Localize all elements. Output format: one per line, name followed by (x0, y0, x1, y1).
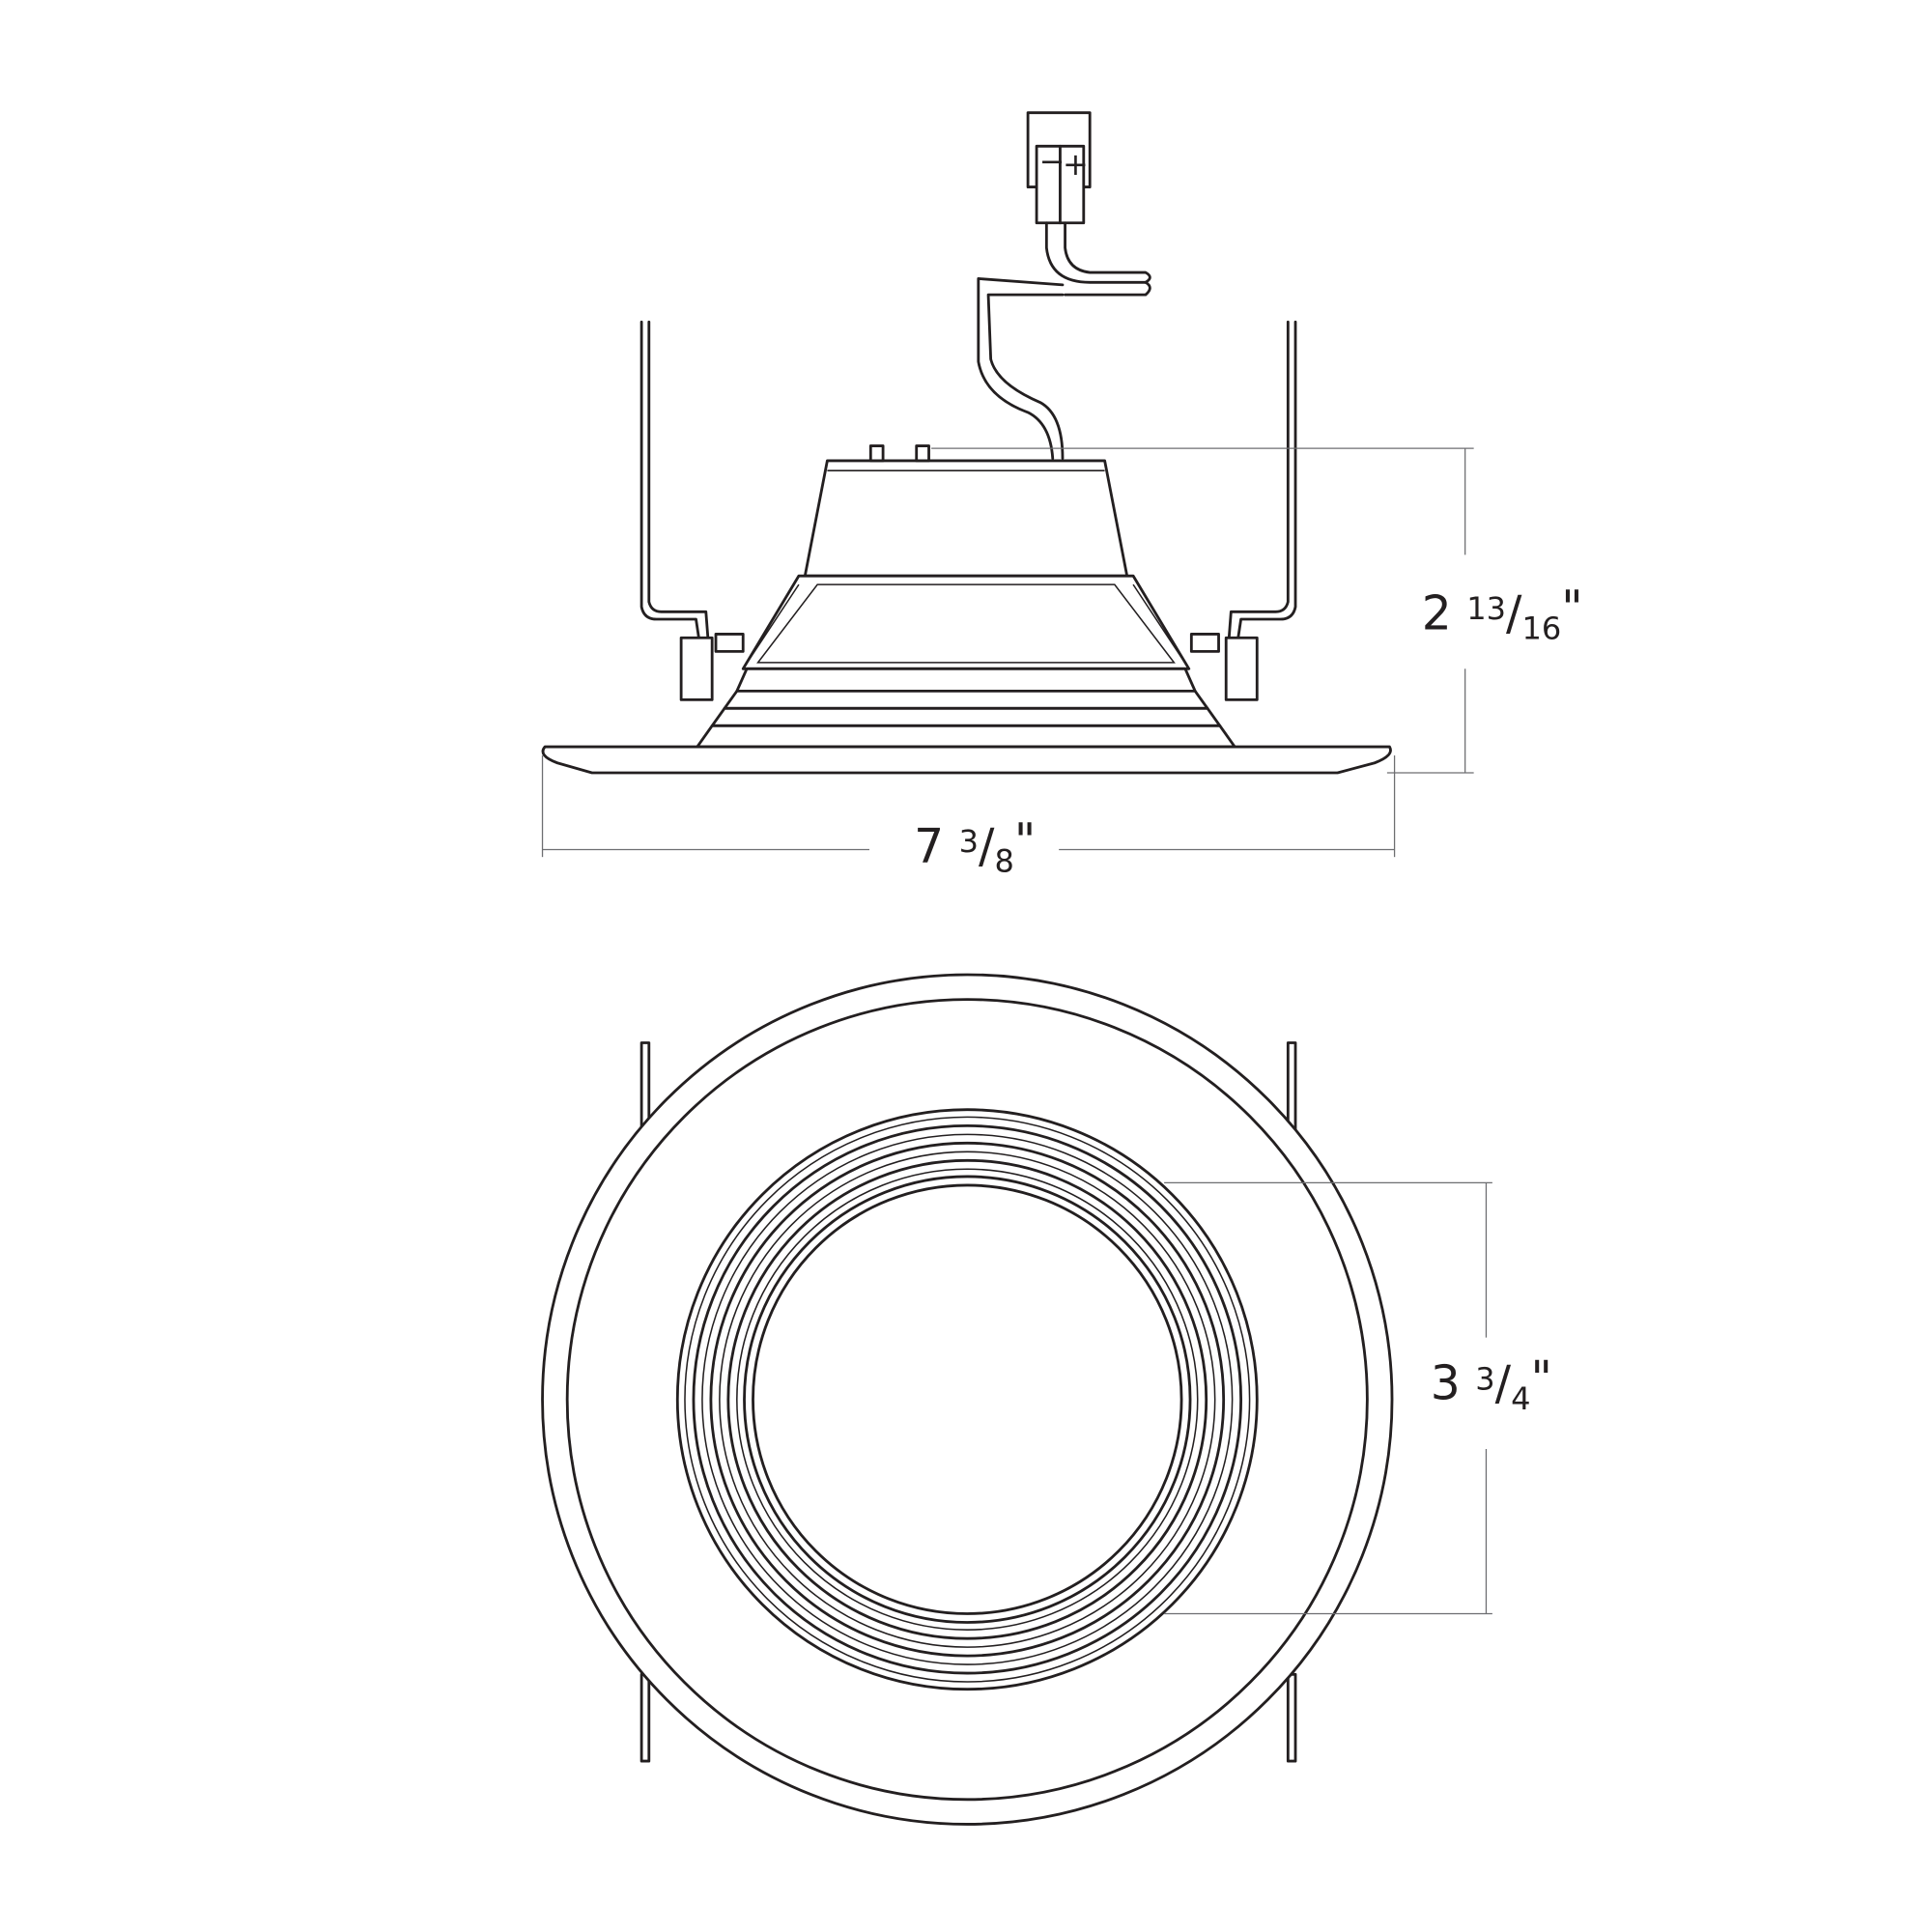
trim-flange (541, 745, 1392, 775)
right-mounting-bracket (1189, 320, 1297, 701)
height-label: 2 13/16" (1422, 582, 1583, 646)
side-view: − + (541, 111, 1583, 880)
driver-housing (803, 459, 1129, 578)
minus-symbol: − (1039, 143, 1065, 180)
width-dimension: 7 3/8" (541, 755, 1396, 880)
width-label: 7 3/8" (914, 814, 1036, 879)
trim-outer-edge (541, 973, 1394, 1826)
left-mounting-bracket (639, 320, 745, 701)
aperture-label: 3 3/4" (1431, 1352, 1552, 1417)
top-view: 3 3/4" (541, 973, 1552, 1826)
wire-harness (977, 221, 1151, 460)
quick-connector: − + (1026, 111, 1092, 225)
reflector-shell (741, 574, 1191, 670)
plus-symbol: + (1063, 146, 1089, 183)
baffle-rings (675, 1108, 1259, 1691)
trim-inner-edge (565, 998, 1369, 1802)
height-dimension: 2 13/16" (931, 447, 1583, 774)
aperture-dimension: 3 3/4" (1164, 1181, 1552, 1615)
